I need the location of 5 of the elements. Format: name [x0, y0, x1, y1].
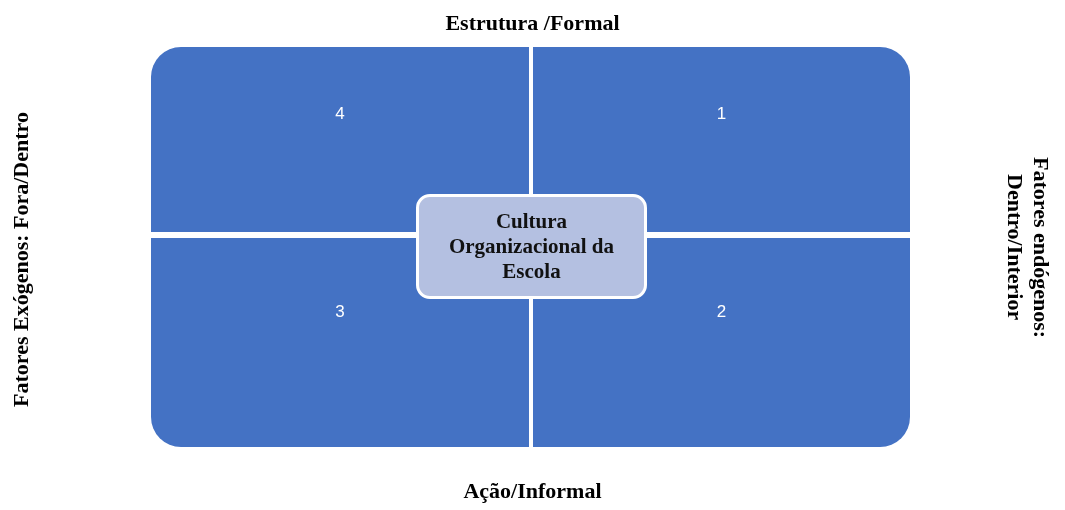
axis-label: Fatores endógenos: Dentro/Interior — [1002, 155, 1054, 341]
axis-label: Estrutura /Formal — [445, 10, 620, 36]
axis-label: Ação/Informal — [463, 478, 602, 504]
axis-label: Fatores Exógenos: Fora/Dentro — [8, 112, 34, 408]
center-box: Cultura Organizacional da Escola — [416, 194, 647, 299]
